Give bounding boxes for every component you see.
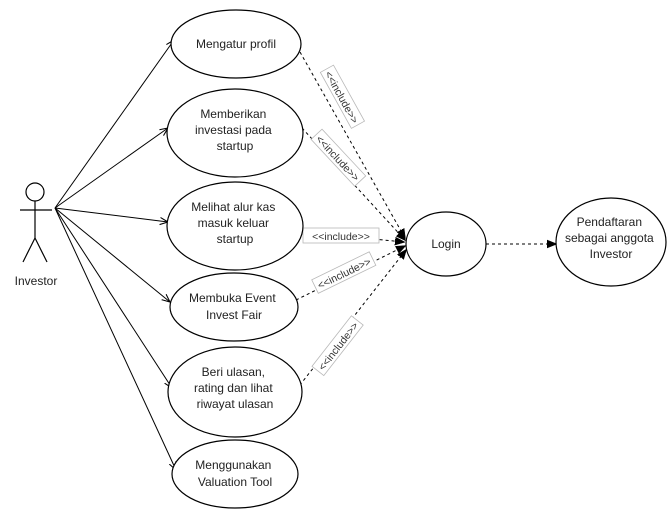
association-beri-ulasan (54, 207, 172, 388)
use-case-beri-ulasan: Beri ulasan, rating dan lihat riwayat ul… (167, 346, 303, 438)
actor-right-leg (34, 237, 48, 263)
include-label-3: <<include>> (302, 227, 380, 244)
include-labels: <<include>> <<include>> <<include>> <<in… (302, 64, 380, 377)
svg-text:<<include>>: <<include>> (322, 69, 361, 125)
use-case-membuka-event: Membuka Event Invest Fair (169, 272, 299, 342)
include-line-1 (299, 51, 405, 238)
association-valuation-tool (54, 207, 176, 470)
svg-text:Memberikan investasi pad: Memberikan investasi pada startup (195, 107, 275, 153)
svg-text:Pendaftaran sebagai angg: Pendaftaran sebagai anggota Investor (565, 215, 657, 261)
include-label-4: <<include>> (311, 251, 377, 294)
include-label-5: <<include>> (311, 315, 364, 377)
svg-text:Melihat alur kas masuk k: Melihat alur kas masuk keluar startup (191, 200, 278, 246)
svg-text:<<include>>: <<include>> (312, 231, 370, 243)
svg-text:<<include>>: <<include>> (313, 133, 361, 183)
svg-text:Menggunakan Valuation To: Menggunakan Valuation Tool (195, 458, 274, 489)
use-case-mengatur-profil: Mengatur profil (170, 9, 302, 79)
actor-label: Investor (15, 274, 58, 288)
association-membuka-event (54, 207, 170, 302)
actor-investor: Investor (15, 182, 58, 288)
svg-text:<<include>>: <<include>> (316, 320, 361, 373)
include-line-3 (301, 231, 404, 242)
svg-text:Membuka Event Invest Fai: Membuka Event Invest Fair (189, 291, 279, 322)
use-case-valuation-tool: Menggunakan Valuation Tool (171, 439, 299, 509)
use-case-memberikan-investasi: Memberikan investasi pada startup (166, 88, 304, 178)
actor-head (25, 182, 45, 202)
association-mengatur-profil (54, 40, 174, 209)
actor-left-leg (22, 237, 36, 263)
include-label-2: <<include>> (310, 128, 367, 187)
use-case-pendaftaran: Pendaftaran sebagai anggota Investor (555, 197, 667, 287)
associations (54, 40, 176, 470)
use-case-login: Login (405, 211, 487, 277)
association-memberikan-investasi (54, 128, 168, 209)
svg-text:Mengatur profil: Mengatur profil (196, 37, 276, 51)
association-melihat-alur-kas (54, 207, 168, 222)
svg-text:Beri ulasan, rating dan: Beri ulasan, rating dan lihat riwayat ul… (194, 365, 276, 411)
include-label-1: <<include>> (319, 64, 366, 129)
svg-text:Login: Login (431, 237, 460, 251)
use-case-melihat-alur-kas: Melihat alur kas masuk keluar startup (166, 181, 304, 271)
